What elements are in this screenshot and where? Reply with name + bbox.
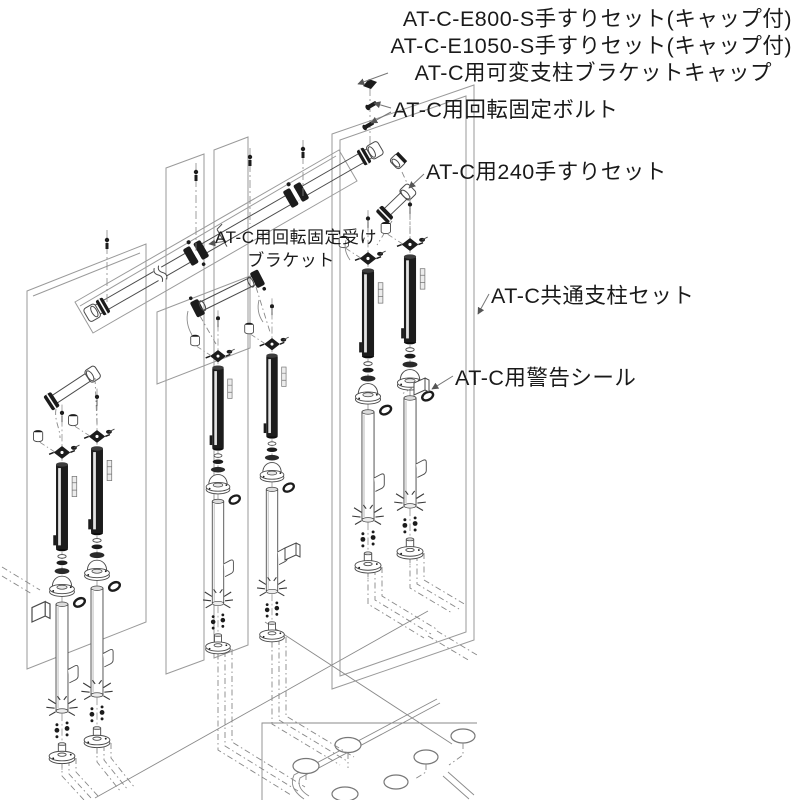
label-rotation-lock-receiver-line1: AT-C用回転固定受け <box>215 228 377 247</box>
handrail-240-middle <box>188 269 271 345</box>
background-panels <box>26 84 475 690</box>
rotation-lock-receiver-bracket <box>183 240 209 266</box>
variable-post-bracket-cap-part <box>363 79 377 89</box>
warning-seal-part <box>401 377 430 396</box>
leader-handrail-240 <box>408 173 425 189</box>
label-leaders <box>208 72 490 390</box>
handrail-240-left <box>43 365 101 439</box>
base-mounting-holes <box>292 728 476 800</box>
label-handrail-e1050: AT-C-E1050-S手すりセット(キャップ付) <box>390 34 792 58</box>
leader-bracket-cap <box>357 72 389 86</box>
tube-break-symbol <box>152 265 168 283</box>
leader-rotation-bolt-2 <box>370 111 392 124</box>
leader-receiver-bracket <box>208 239 227 247</box>
bracket-cap-and-bolts-column <box>362 79 377 146</box>
warning-seal-plates <box>31 377 430 623</box>
rail-cap-piece <box>389 151 408 170</box>
labels: AT-C-E800-S手すりセット(キャップ付) AT-C-E1050-S手すり… <box>215 7 792 390</box>
leader-warning-seal <box>431 375 454 390</box>
post-assembly-left-1 <box>32 403 88 772</box>
label-variable-post-bracket-cap: AT-C用可変支柱ブラケットキャップ <box>415 61 772 85</box>
post-assembly-middle-1 <box>189 309 243 661</box>
common-post-assemblies <box>32 194 436 772</box>
handrail-clamp <box>283 182 309 208</box>
label-handrail-e800: AT-C-E800-S手すりセット(キャップ付) <box>403 7 792 31</box>
handrail-end-cap-left <box>83 297 110 322</box>
label-handrail-240: AT-C用240手すりセット <box>426 160 667 184</box>
post-assembly-left-2 <box>67 387 123 756</box>
label-common-post-set: AT-C共通支柱セット <box>491 284 694 308</box>
anchor-centerlines <box>1 553 478 800</box>
label-rotation-lock-receiver-line2: ブラケット <box>247 250 335 270</box>
handrail-end-cap-right <box>357 141 384 166</box>
base-frame <box>94 610 477 800</box>
long-handrail-tube <box>83 141 384 322</box>
label-rotation-lock-bolt: AT-C用回転固定ボルト <box>393 98 618 122</box>
leader-rotation-bolt-1 <box>373 101 392 109</box>
rotation-lock-bolt-part-1 <box>365 101 377 111</box>
label-warning-sticker: AT-C用警告シール <box>455 366 636 390</box>
post-assembly-right-1 <box>337 208 394 581</box>
tube-tick <box>216 223 228 247</box>
hanging-bolt-columns <box>104 140 306 303</box>
leader-common-post <box>477 293 490 315</box>
post-assembly-middle-2 <box>243 297 297 649</box>
